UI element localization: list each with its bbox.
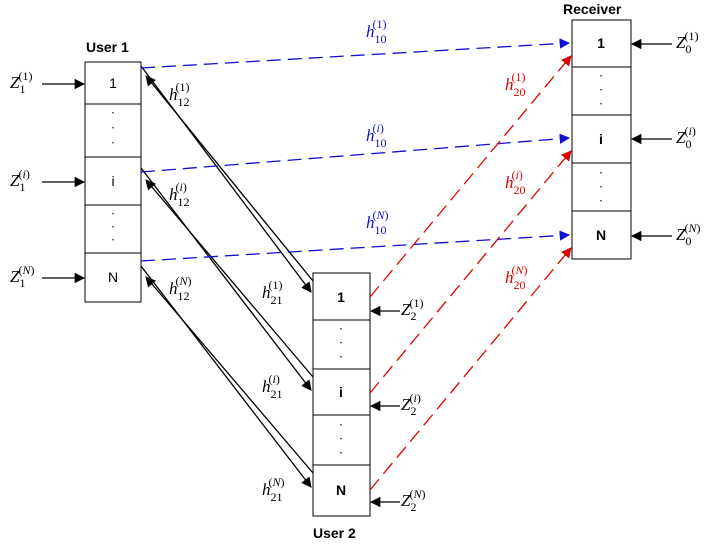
receiver-cell-i: i	[599, 131, 603, 147]
user1-cell-N: N	[108, 269, 118, 285]
link-20-1c	[369, 247, 572, 491]
dot: ·	[599, 179, 603, 194]
red-links	[369, 55, 572, 491]
receiver-dots-b: · · ·	[599, 165, 603, 208]
cross-links	[140, 65, 314, 488]
receiver-cell-N: N	[596, 227, 606, 243]
link-20-1b	[369, 150, 572, 394]
user1-title: User 1	[86, 39, 129, 55]
z1-i-label: Z1(i)	[10, 167, 30, 194]
receiver-title: Receiver	[563, 1, 622, 17]
user1-cell-1: 1	[109, 75, 117, 91]
h20-N-label: h20(N)	[505, 263, 528, 292]
dot: ·	[599, 96, 603, 111]
h12-N-label: h12(N)	[169, 274, 192, 303]
user2-title: User 2	[313, 525, 356, 541]
z0-N-label: Z0(N)	[676, 221, 700, 248]
h20-i-label: h20(i)	[505, 168, 526, 197]
dot: ·	[111, 206, 115, 221]
link-10-i	[140, 133, 571, 173]
link-10-N	[140, 230, 571, 262]
receiver-dots-a: · · ·	[599, 68, 603, 111]
dot: ·	[339, 349, 343, 364]
link-12-N	[140, 265, 312, 488]
dot: ·	[339, 335, 343, 350]
user1-dots-b: · · ·	[111, 206, 115, 247]
dot: ·	[111, 232, 115, 247]
z2-N-label: Z2(N)	[401, 487, 425, 514]
z1-1-label: Z1(1)	[10, 69, 32, 96]
user2-cell-i: i	[339, 384, 343, 400]
user2-dots-b: · · ·	[339, 417, 343, 460]
h12-i-label: h12(i)	[169, 180, 190, 209]
receiver-cell-1: 1	[597, 35, 605, 51]
user2-cell-N: N	[336, 482, 346, 498]
dot: ·	[339, 417, 343, 432]
h21-N-label: h21(N)	[262, 475, 285, 504]
h10-i-label: h10(i)	[366, 121, 387, 150]
h21-i-label: h21(i)	[262, 372, 283, 401]
dot: ·	[599, 165, 603, 180]
z0-1-label: Z0(1)	[676, 29, 698, 56]
user2-cell-1: 1	[337, 289, 345, 305]
user2-column	[312, 272, 371, 517]
dot: ·	[111, 219, 115, 234]
user1-column	[84, 61, 142, 303]
dot: ·	[339, 321, 343, 336]
user1-dots-a: · · ·	[111, 105, 115, 150]
dot: ·	[111, 105, 115, 120]
h10-N-label: h10(N)	[366, 208, 389, 237]
z2-i-label: Z2(i)	[401, 391, 421, 418]
dot: ·	[111, 120, 115, 135]
link-12-1	[140, 65, 312, 293]
dot: ·	[599, 193, 603, 208]
z0-i-label: Z0(i)	[676, 124, 696, 151]
link-21-i	[145, 179, 314, 378]
h21-1-label: h21(1)	[262, 278, 283, 307]
z2-1-label: Z2(1)	[401, 296, 423, 323]
dot: ·	[339, 431, 343, 446]
link-10-1	[140, 38, 571, 69]
dot: ·	[599, 68, 603, 83]
dot: ·	[339, 445, 343, 460]
user1-cell-i: i	[111, 173, 114, 189]
z1-N-label: Z1(N)	[10, 263, 34, 290]
link-21-N	[145, 276, 314, 474]
h10-1-label: h10(1)	[366, 17, 387, 46]
user2-dots-a: · · ·	[339, 321, 343, 364]
h12-1-label: h12(1)	[169, 80, 190, 109]
noise-arrows	[42, 38, 672, 508]
dot: ·	[111, 135, 115, 150]
h20-1-label: h20(1)	[505, 70, 526, 99]
link-21-1	[145, 75, 314, 282]
link-20-1a	[369, 55, 572, 298]
link-12-i	[140, 167, 312, 391]
receiver-column	[571, 19, 632, 260]
dot: ·	[599, 82, 603, 97]
